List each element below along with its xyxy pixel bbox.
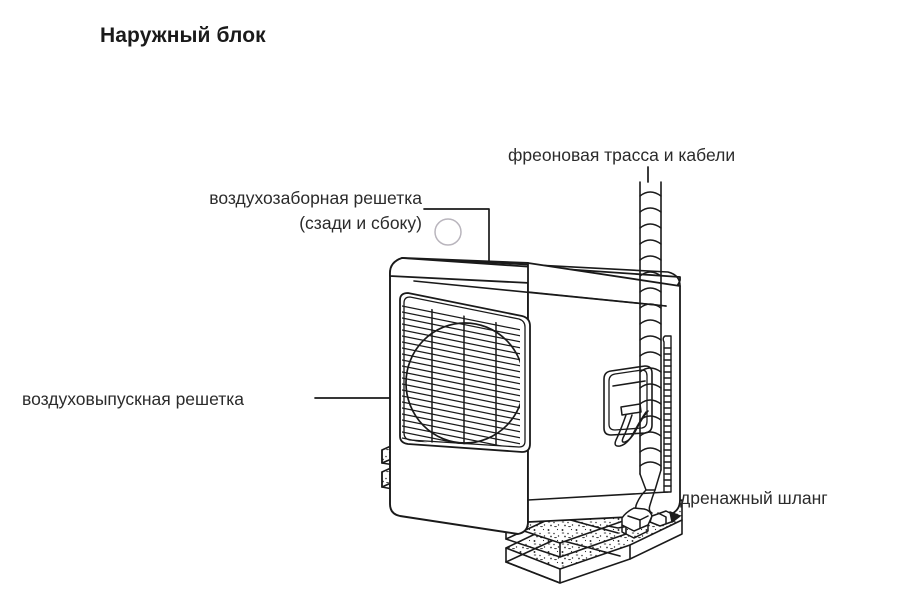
- label-drain-hose: дренажный шланг: [680, 488, 828, 508]
- label-air-intake-grille-line1: воздухозаборная решетка: [209, 188, 422, 208]
- drain-connection: [621, 489, 681, 539]
- fan-circle: [405, 322, 520, 444]
- label-freon-line-and-cables: фреоновая трасса и кабели: [508, 145, 736, 165]
- label-air-intake-grille-line2: (сзади и сбоку): [299, 213, 422, 233]
- label-air-outlet-grille: воздуховыпускная решетка: [22, 389, 245, 409]
- power-cable-loop: [614, 403, 649, 447]
- page-title: Наружный блок: [100, 24, 266, 47]
- drain-hose-strip: [662, 335, 672, 493]
- intake-leader-dot: [434, 218, 462, 246]
- label-air-intake-grille: воздухозаборная решетка (сзади и сбоку): [132, 186, 422, 236]
- corrugated-conduit: [639, 181, 662, 491]
- leader-line-intake: [423, 208, 490, 264]
